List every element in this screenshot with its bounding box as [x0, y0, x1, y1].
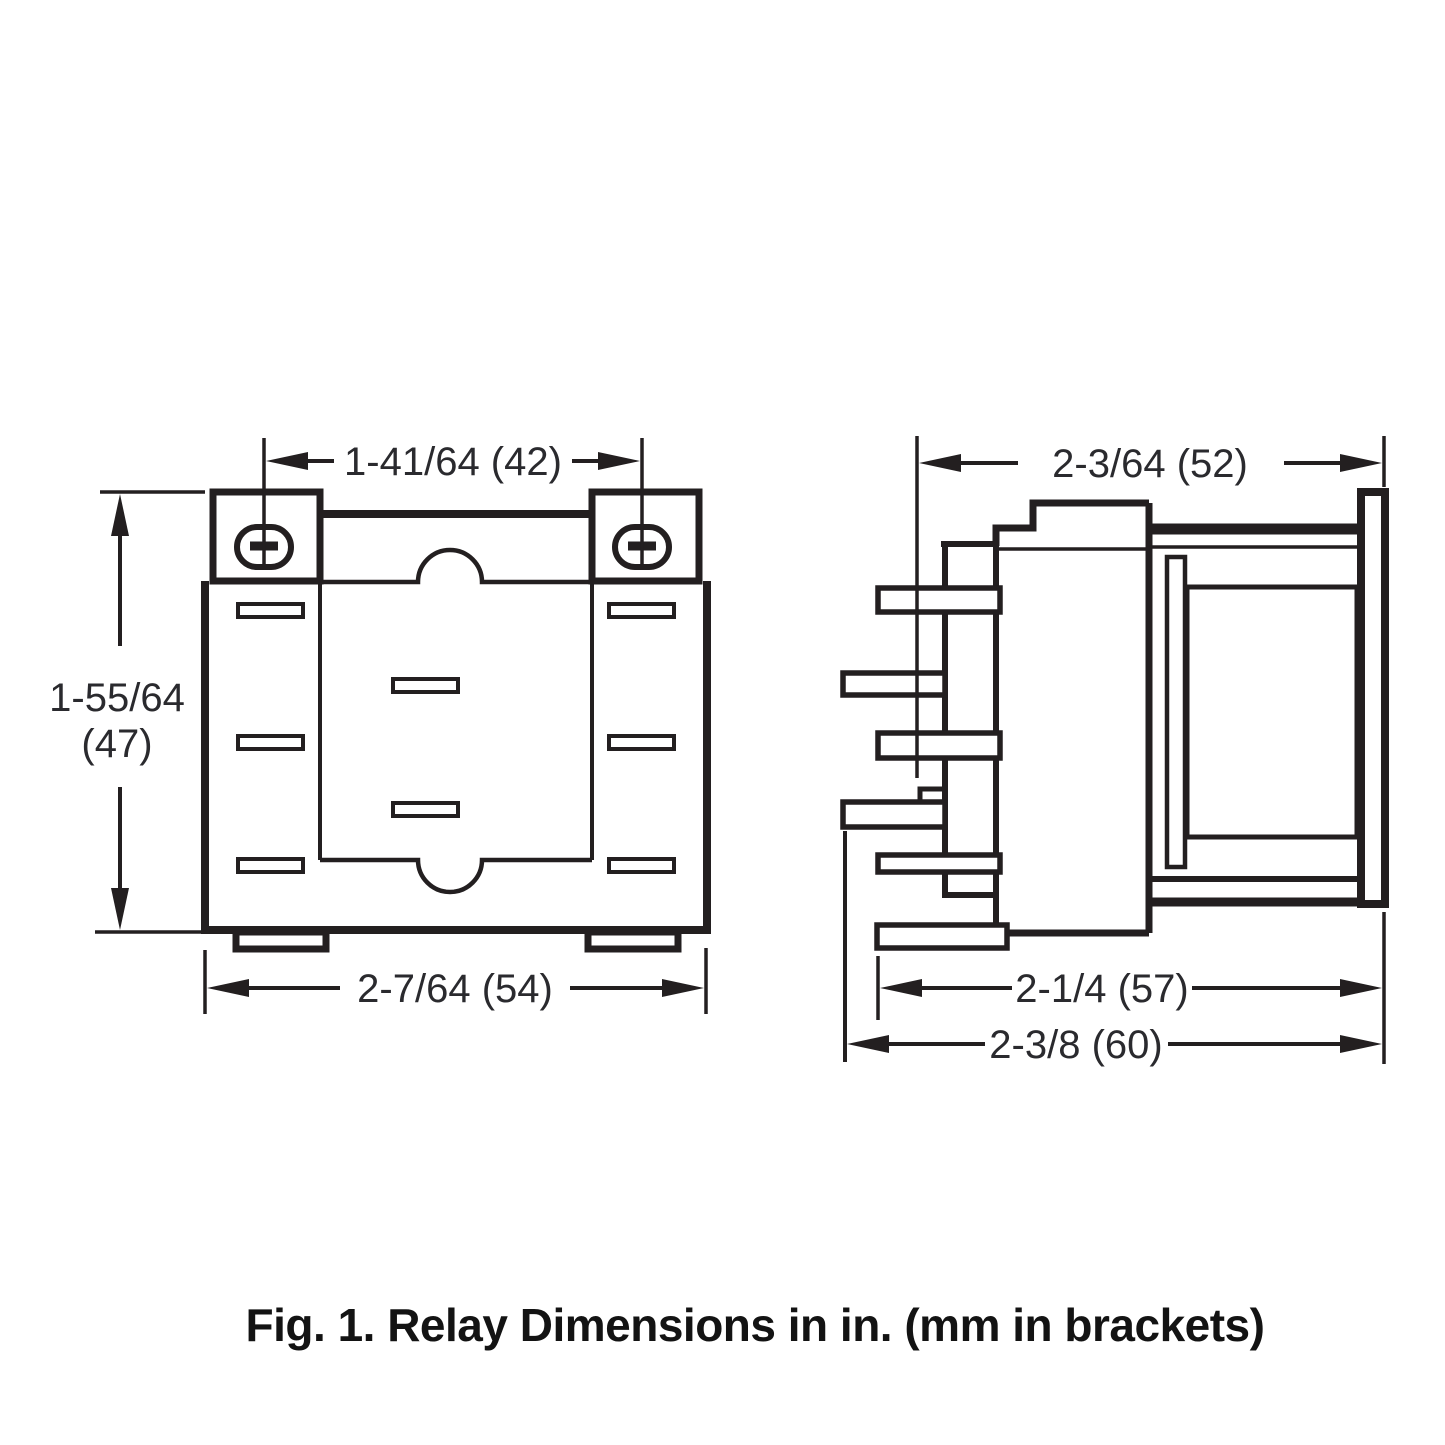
- arrow-up-icon: [111, 494, 129, 536]
- arrow-right-icon: [598, 452, 640, 470]
- terminal-pin: [875, 852, 1003, 875]
- dimension-label: 1-41/64 (42): [344, 440, 562, 484]
- dimension-label: 2-3/8 (60): [989, 1023, 1162, 1067]
- cover-top-line: [320, 547, 592, 585]
- terminal-slot: [391, 801, 460, 818]
- mounting-foot-right: [584, 928, 682, 953]
- side-view: [840, 488, 1389, 951]
- dimension-screw-spacing: 1-41/64 (42): [262, 438, 644, 565]
- arrow-right-icon: [1340, 1035, 1382, 1053]
- dimension-label: (47): [81, 722, 152, 766]
- case-inner-panel: [1184, 584, 1360, 840]
- dimension-width: 2-7/64 (54): [203, 948, 708, 1014]
- arrow-left-icon: [847, 1035, 889, 1053]
- terminal-slot: [607, 734, 676, 751]
- terminal-slot: [607, 602, 676, 619]
- dimension-label: 1-55/64: [49, 676, 185, 720]
- dimension-body-depth: 2-3/64 (52): [915, 436, 1386, 778]
- arrow-right-icon: [1340, 979, 1382, 997]
- arrow-right-icon: [1340, 454, 1382, 472]
- mounting-ear-right: [588, 488, 703, 585]
- terminal-pin: [874, 922, 1010, 951]
- terminal-pin: [840, 670, 948, 698]
- mounting-ear-left: [209, 488, 324, 585]
- terminal-pin: [875, 730, 1003, 761]
- front-view: [201, 488, 711, 953]
- terminal-slot: [391, 677, 460, 694]
- terminal-pin: [840, 799, 948, 830]
- dimension-depth-to-pins: 2-1/4 (57): [876, 912, 1386, 1064]
- mounting-flange: [1357, 488, 1389, 908]
- dimension-overall-depth: 2-3/8 (60): [843, 831, 1382, 1067]
- mounting-foot-left: [232, 928, 330, 953]
- terminal-slot: [236, 857, 305, 874]
- terminal-pin: [875, 585, 1003, 615]
- terminal-slot: [236, 602, 305, 619]
- dimension-label: 2-7/64 (54): [357, 967, 553, 1011]
- arrow-left-icon: [919, 454, 961, 472]
- dimension-height: 1-55/64 (47): [49, 490, 205, 934]
- dimension-label: 2-3/64 (52): [1052, 442, 1248, 486]
- relay-body-outline: [201, 581, 711, 934]
- arrow-left-icon: [207, 979, 249, 997]
- arrow-left-icon: [880, 979, 922, 997]
- terminal-slot: [607, 857, 676, 874]
- dimension-label: 2-1/4 (57): [1015, 967, 1188, 1011]
- arrow-right-icon: [662, 979, 704, 997]
- terminal-slot: [236, 734, 305, 751]
- case-inner-bar: [1164, 554, 1188, 870]
- cover-bottom-line: [320, 857, 592, 895]
- arrow-down-icon: [111, 888, 129, 930]
- figure-caption: Fig. 1. Relay Dimensions in in. (mm in b…: [246, 1299, 1265, 1351]
- base-top-profile: [992, 499, 1149, 546]
- wall-step: [917, 786, 945, 801]
- arrow-left-icon: [266, 452, 308, 470]
